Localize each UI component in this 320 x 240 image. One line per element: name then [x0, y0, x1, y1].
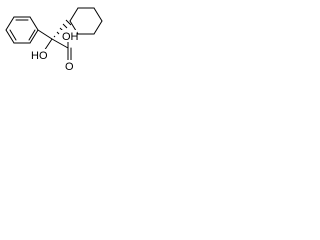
bond	[29, 16, 39, 31]
bond	[5, 16, 15, 31]
phenyl-ring	[5, 16, 39, 44]
carbonyl-oxygen-label: O	[65, 61, 74, 73]
structural-formula: HO OH O	[5, 7, 103, 73]
hash-mark	[62, 23, 68, 29]
bond	[93, 20, 103, 35]
bond	[69, 7, 79, 22]
hydroxyl-label-bg	[30, 49, 46, 61]
hash-mark	[65, 19, 72, 26]
hash-mark	[56, 31, 60, 35]
bond-lines	[5, 7, 103, 61]
cyclohexyl-ring	[69, 7, 103, 35]
double-bond-inner	[9, 29, 17, 41]
hash-mark	[53, 35, 56, 38]
bond	[29, 29, 39, 44]
bond-center-to-carboxyl	[51, 38, 69, 49]
acid-hydroxyl-label-bg	[61, 30, 77, 42]
bond-phenyl-to-center	[37, 29, 53, 40]
hydroxyl-label: HO	[31, 50, 48, 62]
double-bond-inner	[28, 29, 36, 41]
bond	[5, 29, 15, 44]
bond	[93, 7, 103, 22]
acid-hydroxyl-label: OH	[62, 31, 79, 43]
carbonyl-oxygen-label-bg	[64, 60, 74, 72]
